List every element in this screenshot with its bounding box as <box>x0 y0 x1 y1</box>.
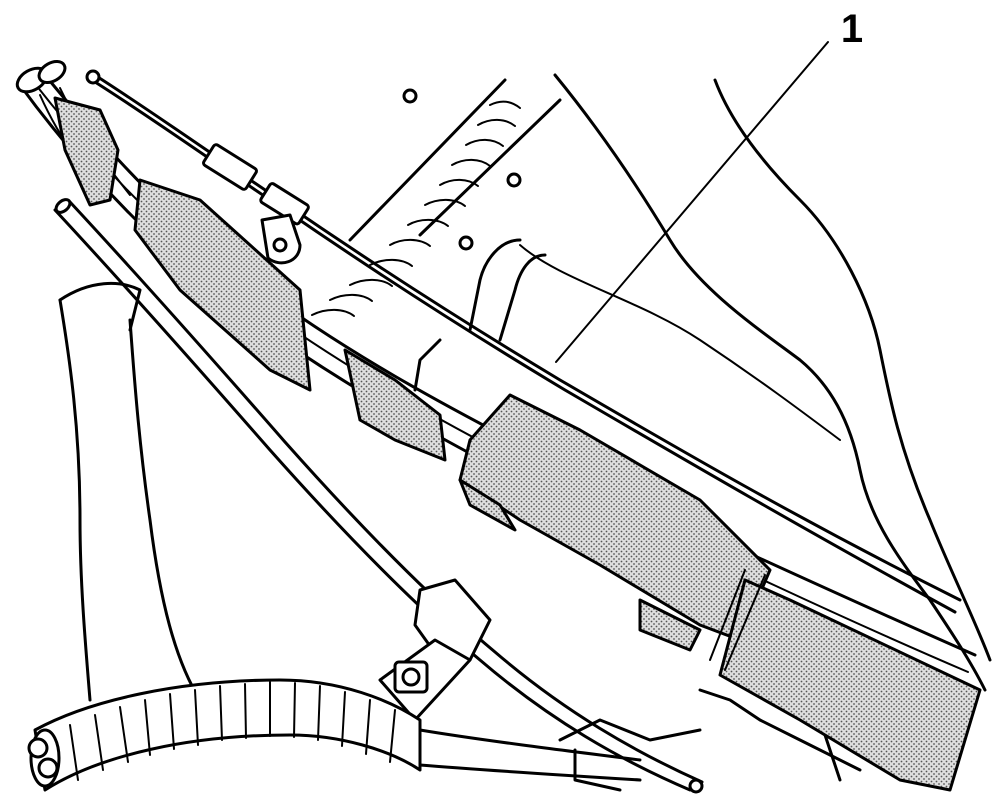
tape-wrap <box>343 348 447 462</box>
callout-1: 1 <box>555 7 863 363</box>
inline-connector <box>259 182 310 226</box>
mounting-clip <box>378 578 492 722</box>
hole <box>506 172 522 188</box>
main-harness-bundle <box>15 60 977 692</box>
inline-connector <box>202 143 258 191</box>
corrugated-conduit <box>27 678 642 792</box>
hole <box>458 235 474 251</box>
tape-wrap <box>53 96 120 207</box>
upper-cable <box>85 69 962 614</box>
lower-pipe <box>53 198 704 794</box>
ribbed-channel <box>311 100 521 317</box>
tape-wraps <box>53 96 982 792</box>
callout-leader-line <box>555 41 829 363</box>
bolt-icon <box>401 667 421 687</box>
callout-label: 1 <box>841 7 863 51</box>
tape-wrap-lower <box>718 578 982 792</box>
tape-wrap-end <box>458 478 517 532</box>
tape-wrap-long <box>458 393 772 642</box>
mounting-holes <box>402 88 522 251</box>
hole <box>402 88 418 104</box>
tape-wrap <box>133 178 312 392</box>
background-panel-lines <box>58 73 992 792</box>
tape-wrap-end <box>638 598 702 652</box>
